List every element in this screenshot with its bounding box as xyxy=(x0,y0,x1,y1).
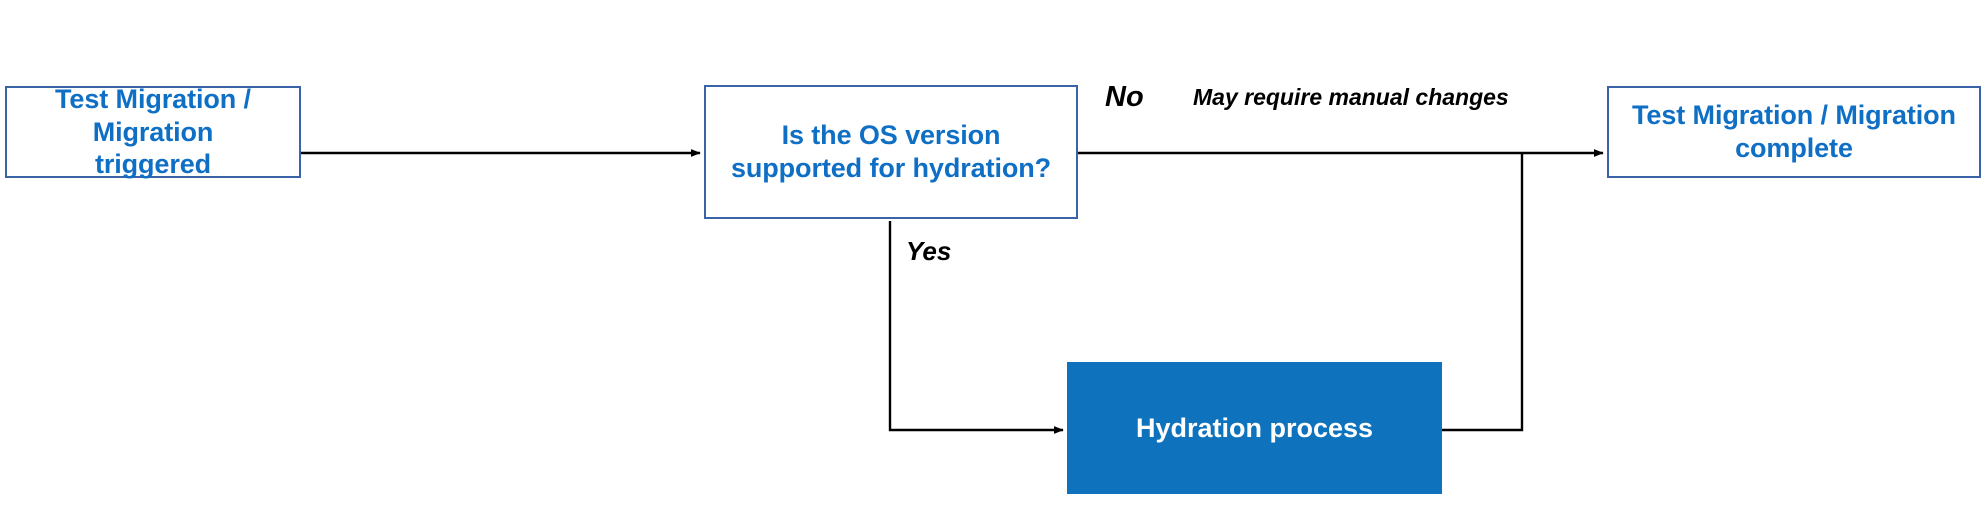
node-hydration-process[interactable]: Hydration process xyxy=(1067,362,1442,494)
node-label: Is the OS version supported for hydratio… xyxy=(730,120,1052,183)
node-test-migration-triggered[interactable]: Test Migration / Migration triggered xyxy=(5,84,301,179)
edge-note-may-require-manual-changes: May require manual changes xyxy=(1193,84,1509,110)
node-label: Test Migration / Migration triggered xyxy=(55,83,251,180)
edge-label-yes: Yes xyxy=(906,236,952,266)
connector-decision-yes-to-hydration xyxy=(888,221,1064,434)
connector-hydration-to-complete xyxy=(1442,153,1524,432)
edge-label-no: No xyxy=(1105,81,1144,113)
node-label: Hydration process xyxy=(1135,412,1374,443)
node-test-migration-complete[interactable]: Test Migration / Migration complete xyxy=(1607,86,1981,178)
node-label: Test Migration / Migration complete xyxy=(1632,100,1956,163)
node-os-version-supported-decision[interactable]: Is the OS version supported for hydratio… xyxy=(704,85,1078,219)
